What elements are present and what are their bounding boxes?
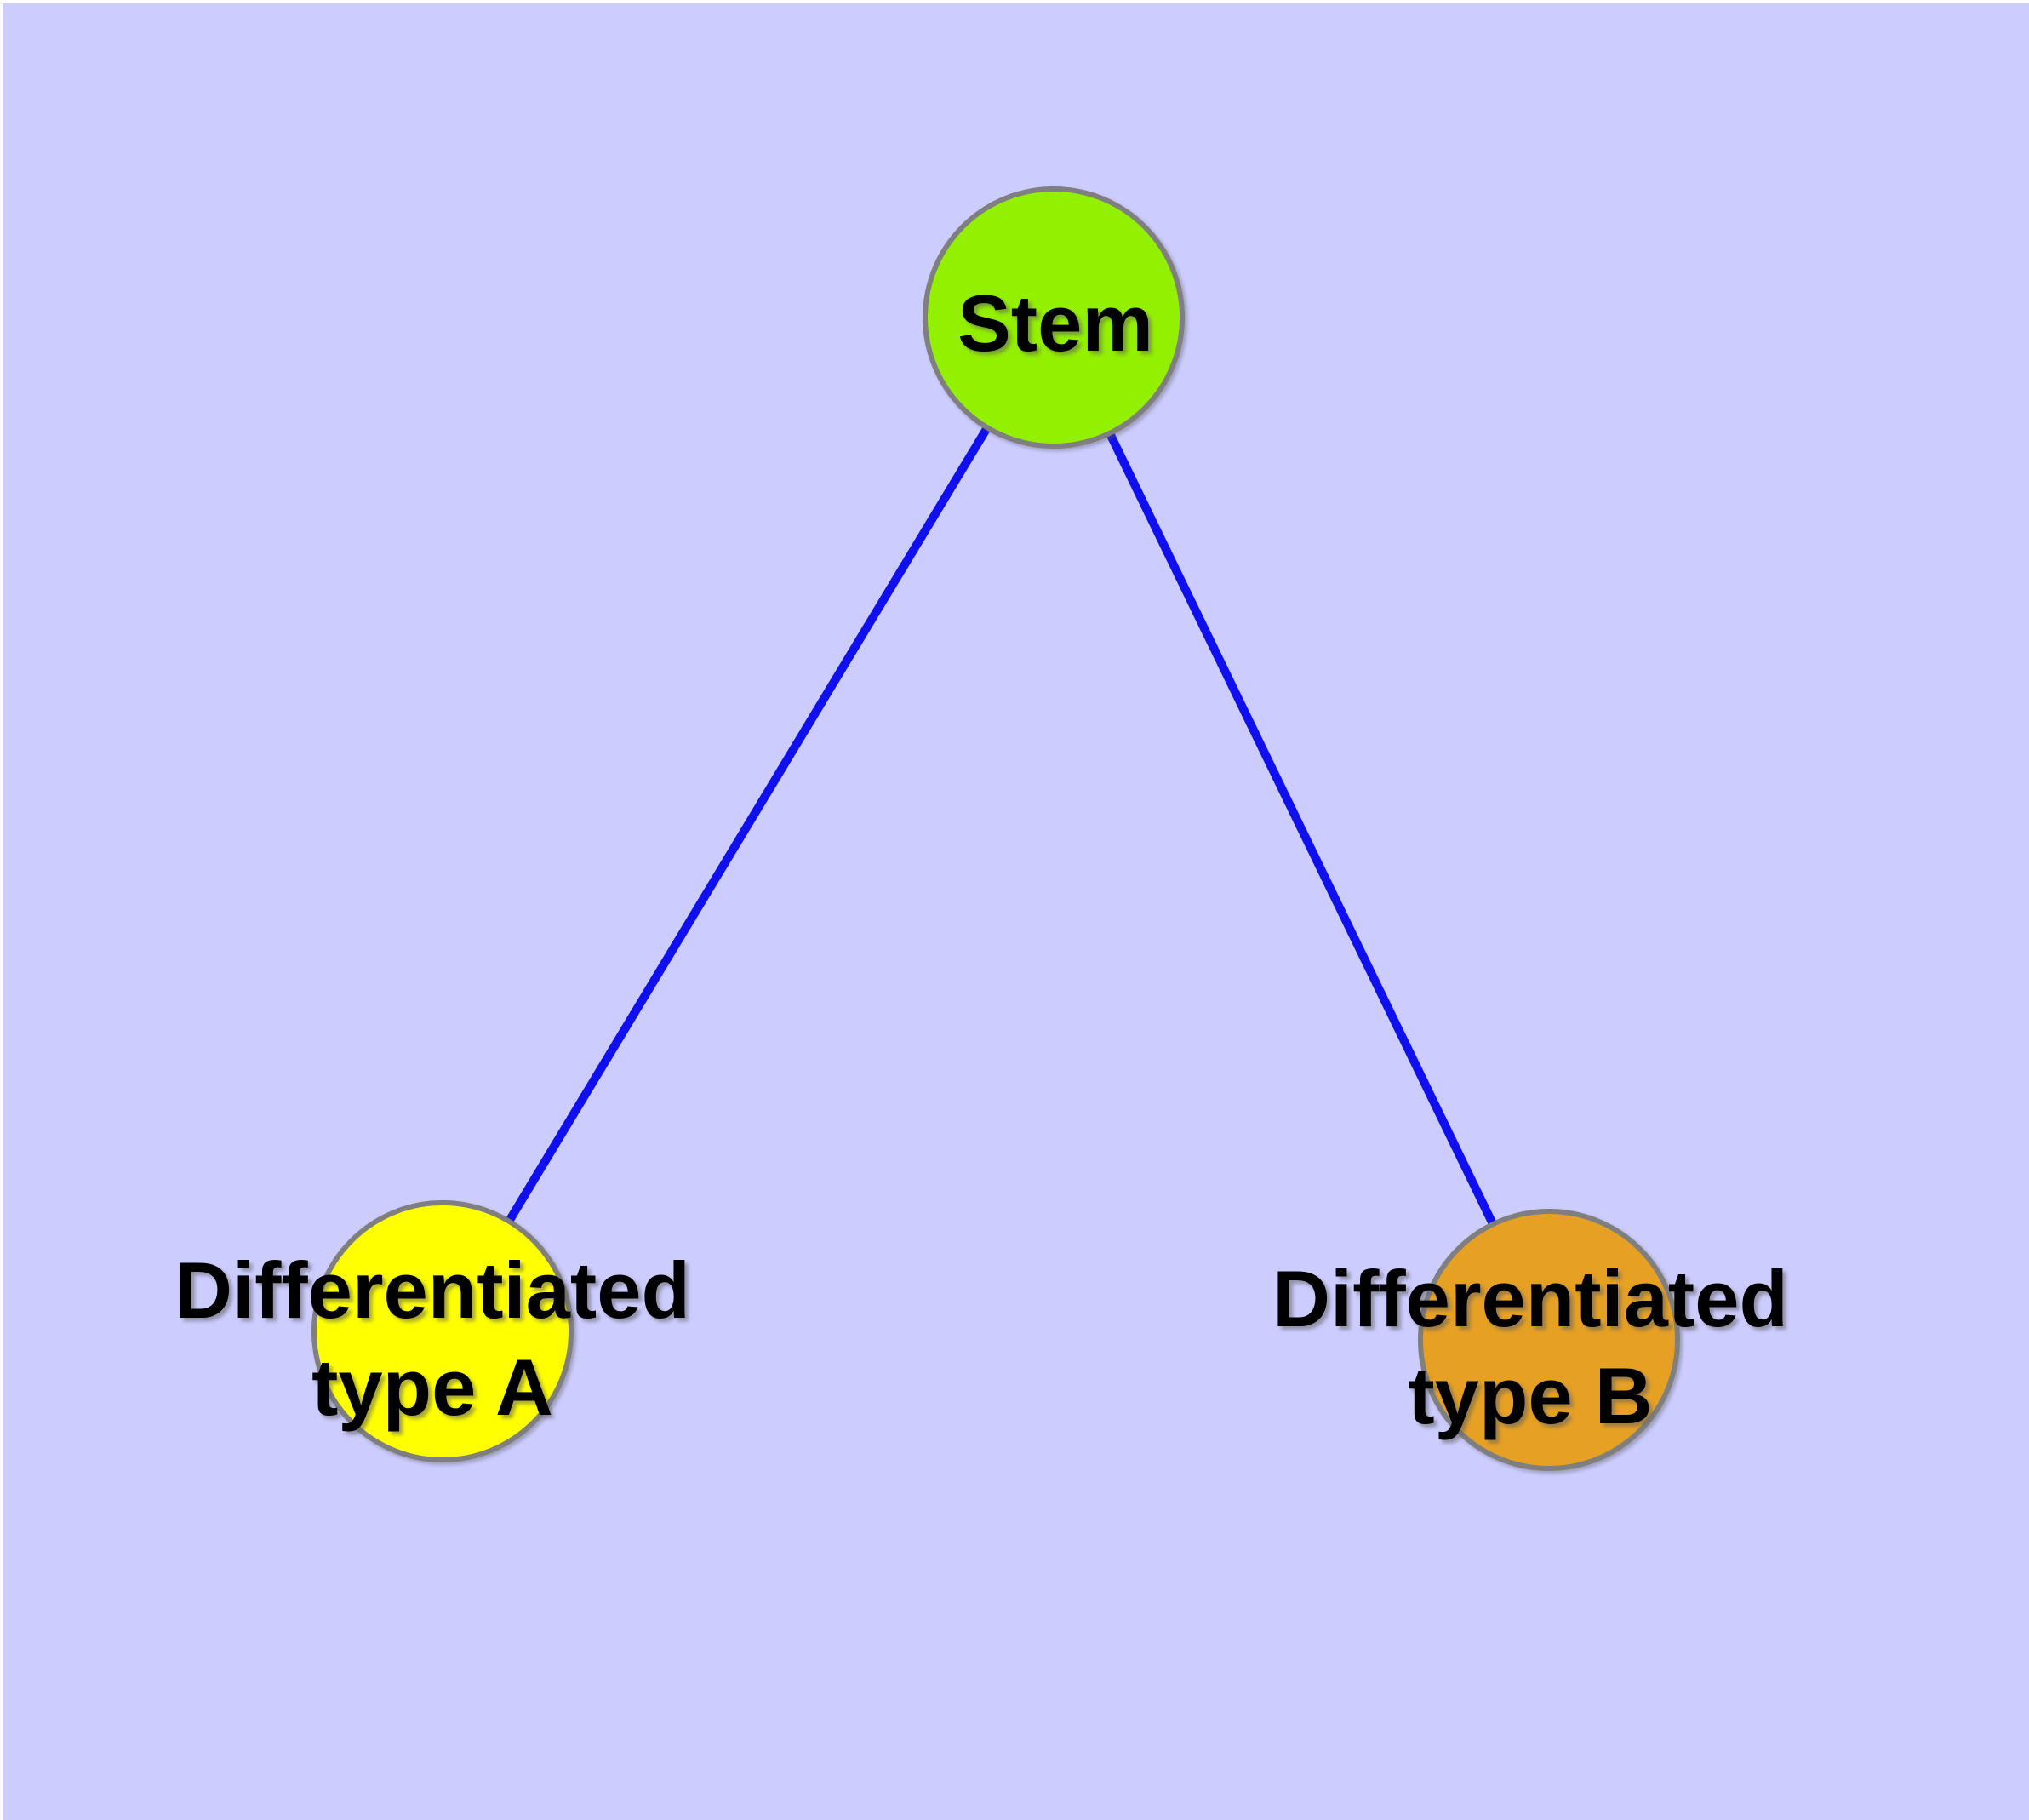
stem-node-label: Stem xyxy=(957,278,1153,368)
type-a-node-circle xyxy=(311,1200,574,1462)
type-b-node-label-line1: Differentiated xyxy=(1272,1254,1788,1343)
type-b-node-circle xyxy=(1418,1209,1680,1471)
type-a-node-label-line1: Differentiated xyxy=(174,1245,690,1335)
type-b-node-label-line2: type B xyxy=(1408,1351,1652,1440)
edge-stem-to-type-a xyxy=(438,315,1058,1334)
edge-stem-to-type-b xyxy=(1049,315,1553,1342)
type-a-node-label-line2: type A xyxy=(311,1342,553,1432)
stem-node-circle xyxy=(923,186,1185,449)
